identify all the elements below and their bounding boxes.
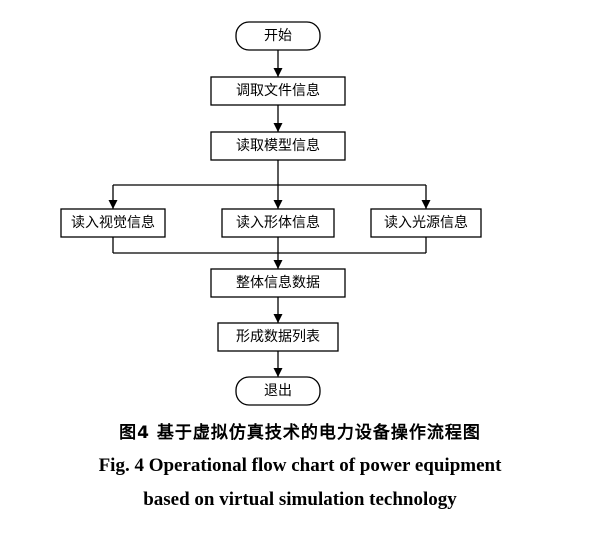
flowchart: 开始 调取文件信息 读取模型信息 读入视觉信息 读入形体信息 读入光源信息 整体… <box>60 21 482 406</box>
read-file-box <box>210 76 346 106</box>
read-shape-label: 读入形体信息 <box>236 214 320 231</box>
start-label: 开始 <box>264 28 292 44</box>
read-file-label: 调取文件信息 <box>236 82 320 99</box>
data-list-box <box>217 322 339 352</box>
read-visual-box <box>60 208 166 238</box>
read-light-label: 读入光源信息 <box>384 214 468 231</box>
data-list-label: 形成数据列表 <box>236 329 320 345</box>
caption-chinese: 图4 基于虚拟仿真技术的电力设备操作流程图 <box>119 423 481 443</box>
caption-english-line2: based on virtual simulation technology <box>143 489 457 510</box>
read-visual-label: 读入视觉信息 <box>71 214 155 231</box>
read-model-label: 读取模型信息 <box>236 137 320 154</box>
merge-data-label: 整体信息数据 <box>236 274 320 291</box>
end-label: 退出 <box>264 383 292 399</box>
caption-english-line1: Fig. 4 Operational flow chart of power e… <box>98 455 502 476</box>
